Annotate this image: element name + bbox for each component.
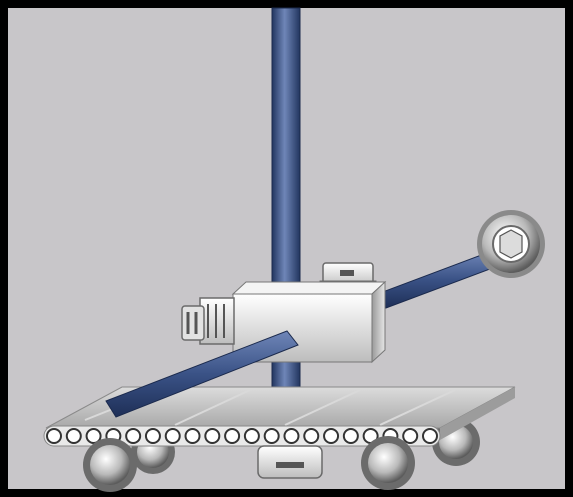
- conveyor-roller: [225, 429, 239, 443]
- conveyor-roller: [403, 429, 417, 443]
- conveyor-roller: [126, 429, 140, 443]
- dial-gauge-icon: [477, 210, 545, 278]
- conveyor-roller: [245, 429, 259, 443]
- conveyor-roller: [423, 429, 437, 443]
- conveyor-roller: [67, 429, 81, 443]
- wheel-front-right-icon: [361, 436, 415, 490]
- conveyor-roller: [47, 429, 61, 443]
- conveyor-roller: [304, 429, 318, 443]
- conveyor-roller: [284, 429, 298, 443]
- conveyor-roller: [166, 429, 180, 443]
- conveyor-roller: [324, 429, 338, 443]
- conveyor-roller: [186, 429, 200, 443]
- bottom-clamp-icon: [258, 446, 322, 478]
- conveyor-roller: [265, 429, 279, 443]
- conveyor-roller: [344, 429, 358, 443]
- conveyor-roller: [146, 429, 160, 443]
- conveyor-roller: [205, 429, 219, 443]
- wheel-front-left-icon: [83, 438, 137, 492]
